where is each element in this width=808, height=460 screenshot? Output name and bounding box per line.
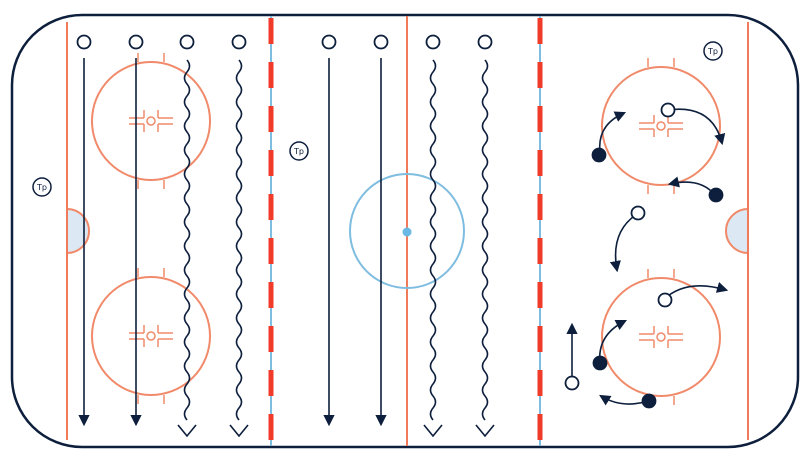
faceoff-circle-bottom-right [601, 269, 721, 405]
coach-right: Tp [703, 41, 723, 61]
lane-8-puck-path [481, 59, 489, 421]
lane-6 [373, 34, 389, 427]
lane-7-chevron [423, 424, 443, 438]
lane-3 [177, 34, 197, 438]
faceoff-circle-top-right [601, 58, 721, 194]
lane-3-puck-path [183, 59, 191, 421]
lane-4-start-player [231, 34, 247, 50]
lane-8-start-player [477, 34, 493, 50]
lane-7-puck-path [429, 59, 437, 421]
player-filled-1 [591, 147, 607, 163]
center-circle [349, 173, 465, 289]
lane-4 [229, 34, 249, 438]
player-hollow-3 [657, 292, 673, 308]
lane-3-start-player [179, 34, 195, 50]
lane-8-chevron [475, 424, 495, 438]
lane-5 [321, 34, 337, 427]
faceoff-circles [91, 53, 721, 405]
lane-3-chevron [177, 424, 197, 438]
coach-left: Tp [32, 177, 52, 197]
goal-crease-right [725, 207, 749, 255]
lane-1 [76, 34, 92, 427]
player-hollow-4 [564, 375, 580, 391]
player-filled-3 [592, 355, 608, 371]
lane-7 [423, 34, 443, 438]
lane-2-start-player [128, 34, 144, 50]
lane-6-start-player [373, 34, 389, 50]
coach-left-label: Tp [36, 183, 47, 192]
lane-5-start-player [321, 34, 337, 50]
path-top-right-arc [667, 108, 726, 146]
coach-middle-label: Tp [293, 147, 304, 156]
lane-2 [128, 34, 144, 427]
drill-lanes [76, 34, 495, 438]
path-top-left-arc [598, 111, 627, 153]
lane-8 [475, 34, 495, 438]
coach-right-label: Tp [707, 47, 718, 56]
lane-7-start-player [425, 34, 441, 50]
center-dot [402, 227, 412, 237]
player-filled-2 [708, 187, 724, 203]
right-zone-players [564, 102, 729, 409]
coach-middle: Tp [289, 141, 309, 161]
player-hollow-2 [630, 205, 646, 221]
player-hollow-1 [660, 102, 676, 118]
player-filled-4 [641, 393, 657, 409]
faceoff-circle-bottom-left [91, 268, 211, 404]
lane-1-start-player [76, 34, 92, 50]
lane-4-puck-path [235, 59, 243, 421]
lane-4-chevron [229, 424, 249, 438]
faceoff-circle-top-left [91, 53, 211, 189]
